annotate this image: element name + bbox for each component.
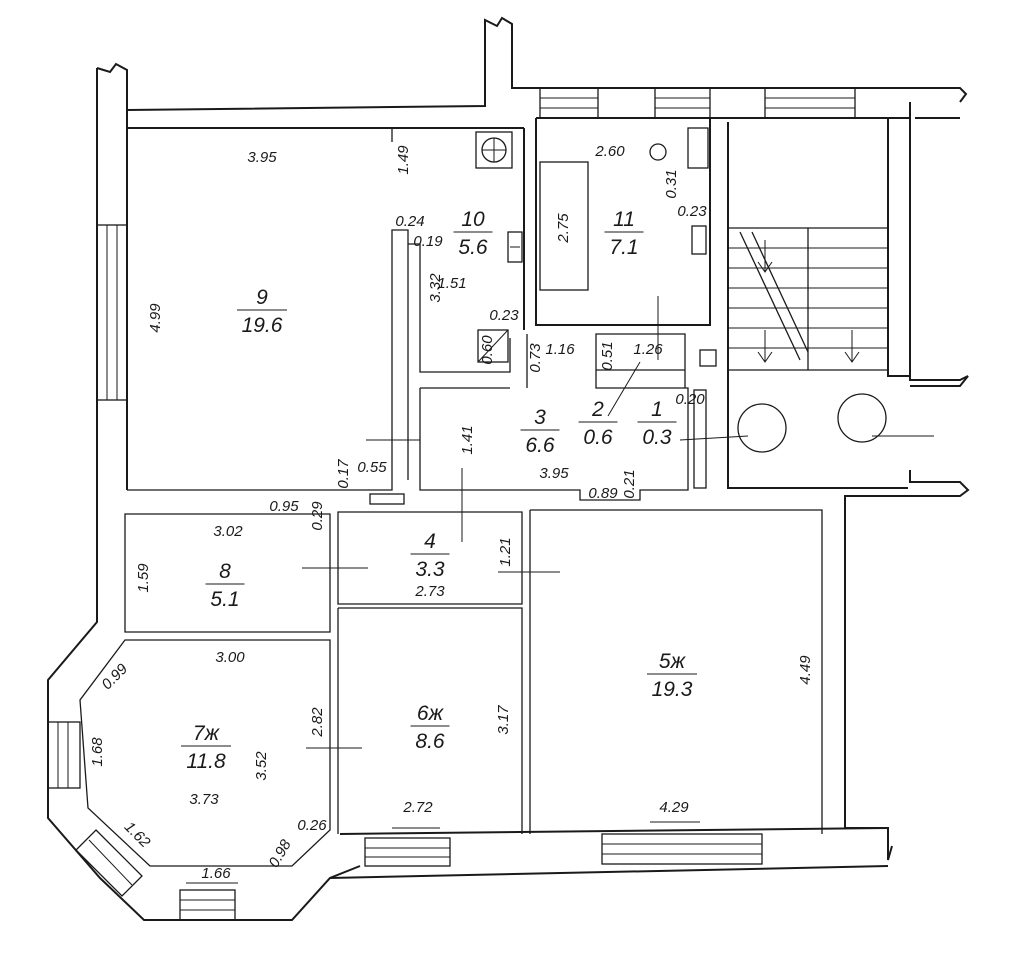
dimension-label: 1.26 <box>633 341 663 358</box>
room-label-9: 919.6 <box>237 286 287 337</box>
dimension-label: 0.26 <box>297 817 327 834</box>
room-label-4: 43.3 <box>410 530 450 581</box>
dimension-label: 3.95 <box>247 149 277 166</box>
dimension-label: 3.32 <box>427 273 444 303</box>
dimension-label: 0.29 <box>309 501 326 531</box>
room-number: 10 <box>461 208 485 231</box>
dimension-label: 0.31 <box>663 169 680 198</box>
dimension-label: 4.29 <box>659 799 689 816</box>
room-number: 7ж <box>193 722 221 745</box>
room-label-7: 7ж 11.8 <box>181 722 231 773</box>
dimension-label: 1.59 <box>135 563 152 593</box>
dimension-label: 0.60 <box>479 335 496 365</box>
staircase <box>728 227 888 453</box>
dimension-label: 4.49 <box>797 655 814 685</box>
dimension-labels: 3.954.991.490.240.193.321.510.230.602.60… <box>89 143 814 882</box>
dimension-label: 2.73 <box>414 583 445 600</box>
dimension-label: 4.99 <box>147 303 164 333</box>
room-area: 7.1 <box>609 236 638 259</box>
dimension-label: 2.82 <box>309 707 326 738</box>
dimension-label: 2.60 <box>594 143 625 160</box>
entry-marks <box>186 296 934 884</box>
dimension-label: 1.21 <box>497 537 514 566</box>
dimension-label: 0.19 <box>413 233 443 250</box>
dimension-label: 3.17 <box>495 705 512 735</box>
dimension-label: 0.51 <box>599 341 616 370</box>
room-number: 1 <box>651 398 663 421</box>
room-area: 5.1 <box>210 588 239 611</box>
dimension-label: 0.21 <box>621 469 638 498</box>
room-area: 5.6 <box>458 236 488 259</box>
dimension-label: 0.89 <box>588 485 618 502</box>
dimension-label: 2.72 <box>402 799 433 816</box>
room-label-5: 5ж 19.3 <box>647 650 697 701</box>
room-label-3: 36.6 <box>520 406 560 457</box>
dimension-label: 1.41 <box>459 425 476 454</box>
dimension-label: 1.68 <box>89 737 106 767</box>
room-label-1: 10.3 <box>637 398 677 449</box>
room-area: 6.6 <box>525 434 555 457</box>
dimension-label: 0.24 <box>395 213 424 230</box>
dimension-label: 2.75 <box>555 213 572 244</box>
room-number: 5ж <box>659 650 687 673</box>
room-label-6: 6ж8.6 <box>410 702 450 753</box>
dimension-label: 3.73 <box>189 791 219 808</box>
room-label-10: 105.6 <box>453 208 493 259</box>
dimension-label: 1.49 <box>395 145 412 175</box>
room-area: 3.3 <box>415 558 445 581</box>
room-number: 9 <box>256 286 268 309</box>
room-area: 11.8 <box>186 750 226 773</box>
room-area: 19.6 <box>242 314 283 337</box>
dimension-label: 0.55 <box>357 459 387 476</box>
dimension-label: 1.62 <box>121 818 154 851</box>
room-area: 19.3 <box>652 678 693 701</box>
room-label-8: 85.1 <box>205 560 245 611</box>
dimension-label: 3.00 <box>215 649 245 666</box>
room-area: 0.3 <box>642 426 672 449</box>
dimension-label: 3.95 <box>539 465 569 482</box>
room-number: 8 <box>219 560 231 583</box>
dimension-label: 1.51 <box>437 275 466 292</box>
walls <box>47 16 970 921</box>
room-area: 0.6 <box>583 426 613 449</box>
room-number: 11 <box>613 208 635 231</box>
dimension-label: 1.66 <box>201 865 231 882</box>
dimension-label: 0.95 <box>269 498 299 515</box>
dimension-label: 1.16 <box>545 341 575 358</box>
dimension-label: 0.20 <box>675 391 705 408</box>
room-number: 6ж <box>417 702 445 725</box>
dimension-label: 0.17 <box>335 459 352 489</box>
dimension-label: 0.73 <box>527 343 544 373</box>
dimension-label: 0.99 <box>98 660 131 693</box>
dimension-label: 3.52 <box>253 751 270 781</box>
room-number: 2 <box>591 398 604 421</box>
dimension-label: 0.23 <box>489 307 519 324</box>
dimension-label: 0.23 <box>677 203 707 220</box>
room-label-11: 117.1 <box>604 208 644 259</box>
room-number: 4 <box>424 530 436 553</box>
room-number: 3 <box>534 406 546 429</box>
windows <box>47 87 856 921</box>
room-labels: 919.6105.6117.136.620.610.343.385.15ж19.… <box>181 208 697 773</box>
room-area: 8.6 <box>415 730 445 753</box>
room-label-2: 20.6 <box>578 398 618 449</box>
dimension-label: 3.02 <box>213 523 243 540</box>
